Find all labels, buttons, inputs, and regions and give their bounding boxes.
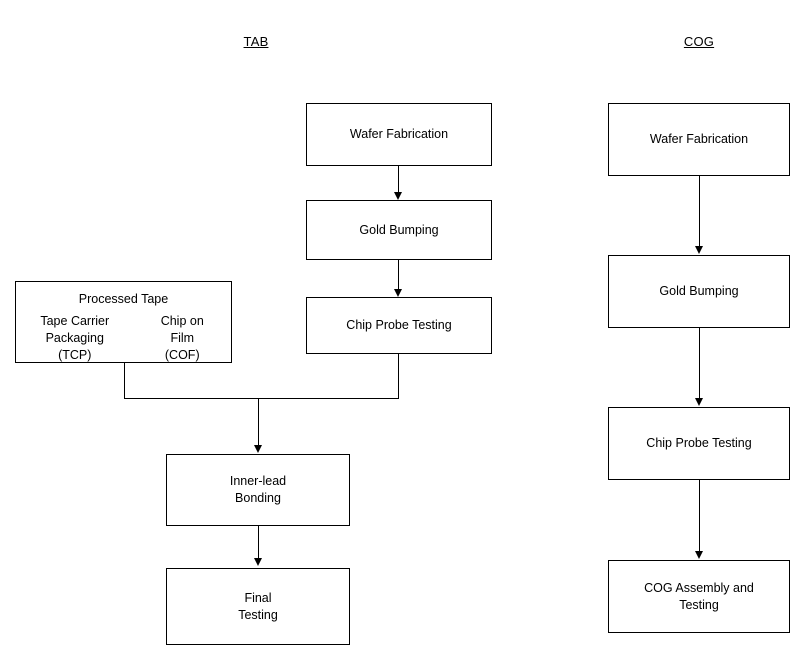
tab-node-wafer-fabrication[interactable]: Wafer Fabrication bbox=[306, 103, 492, 166]
cog-node-chip-probe-testing[interactable]: Chip Probe Testing bbox=[608, 407, 790, 480]
processed-tape-options: Tape Carrier Packaging (TCP) Chip on Fil… bbox=[16, 313, 231, 364]
cog-connector-wafer-to-gold-arrowhead bbox=[695, 246, 703, 254]
cog-node-wafer-fabrication-label: Wafer Fabrication bbox=[649, 132, 749, 146]
tab-node-inner-lead-bonding-label: Inner-lead Bonding bbox=[229, 474, 287, 505]
tab-connector-wafer-to-gold-arrowhead bbox=[394, 192, 402, 200]
cog-node-gold-bumping[interactable]: Gold Bumping bbox=[608, 255, 790, 328]
tab-node-final-testing[interactable]: Final Testing bbox=[166, 568, 350, 645]
cog-node-gold-bumping-label: Gold Bumping bbox=[659, 284, 739, 298]
column-heading-cog: COG bbox=[683, 34, 715, 49]
cog-node-cog-assembly-and-testing-label: COG Assembly and Testing bbox=[644, 580, 754, 612]
processed-tape-option-cof[interactable]: Chip on Film (COF) bbox=[160, 314, 204, 362]
cog-node-chip-probe-testing-label: Chip Probe Testing bbox=[646, 436, 752, 450]
cog-connector-probe-to-assembly-arrowhead bbox=[695, 551, 703, 559]
tab-node-inner-lead-bonding[interactable]: Inner-lead Bonding bbox=[166, 454, 350, 526]
tab-node-processed-tape[interactable]: Processed Tape Tape Carrier Packaging (T… bbox=[15, 281, 232, 363]
tab-connector-probe-drop-line bbox=[398, 354, 399, 399]
tab-connector-bonding-to-final-line bbox=[258, 526, 259, 559]
column-heading-tab: TAB bbox=[243, 34, 269, 49]
tab-connector-bonding-to-final-arrowhead bbox=[254, 558, 262, 566]
tab-node-gold-bumping[interactable]: Gold Bumping bbox=[306, 200, 492, 260]
tab-connector-tape-drop-line bbox=[124, 363, 125, 399]
cog-node-cog-assembly-and-testing[interactable]: COG Assembly and Testing bbox=[608, 560, 790, 633]
cog-connector-gold-to-probe-arrowhead bbox=[695, 398, 703, 406]
tab-node-chip-probe-testing[interactable]: Chip Probe Testing bbox=[306, 297, 492, 354]
tab-connector-gold-to-probe-line bbox=[398, 260, 399, 290]
tab-connector-wafer-to-gold-line bbox=[398, 166, 399, 193]
cog-connector-gold-to-probe-line bbox=[699, 328, 700, 399]
tab-connector-merge-to-bonding-line bbox=[258, 398, 259, 446]
tab-connector-merge-to-bonding-arrowhead bbox=[254, 445, 262, 453]
cog-node-wafer-fabrication[interactable]: Wafer Fabrication bbox=[608, 103, 790, 176]
tab-connector-gold-to-probe-arrowhead bbox=[394, 289, 402, 297]
tab-connector-merge-bar bbox=[124, 398, 399, 399]
tab-node-chip-probe-testing-label: Chip Probe Testing bbox=[346, 318, 452, 332]
tab-node-gold-bumping-label: Gold Bumping bbox=[359, 222, 439, 237]
cog-connector-wafer-to-gold-line bbox=[699, 176, 700, 247]
processed-tape-title: Processed Tape bbox=[78, 292, 169, 306]
cog-connector-probe-to-assembly-line bbox=[699, 480, 700, 552]
tab-node-final-testing-label: Final Testing bbox=[238, 590, 278, 622]
processed-tape-option-tcp[interactable]: Tape Carrier Packaging (TCP) bbox=[40, 314, 110, 362]
tab-node-wafer-fabrication-label: Wafer Fabrication bbox=[349, 127, 449, 141]
